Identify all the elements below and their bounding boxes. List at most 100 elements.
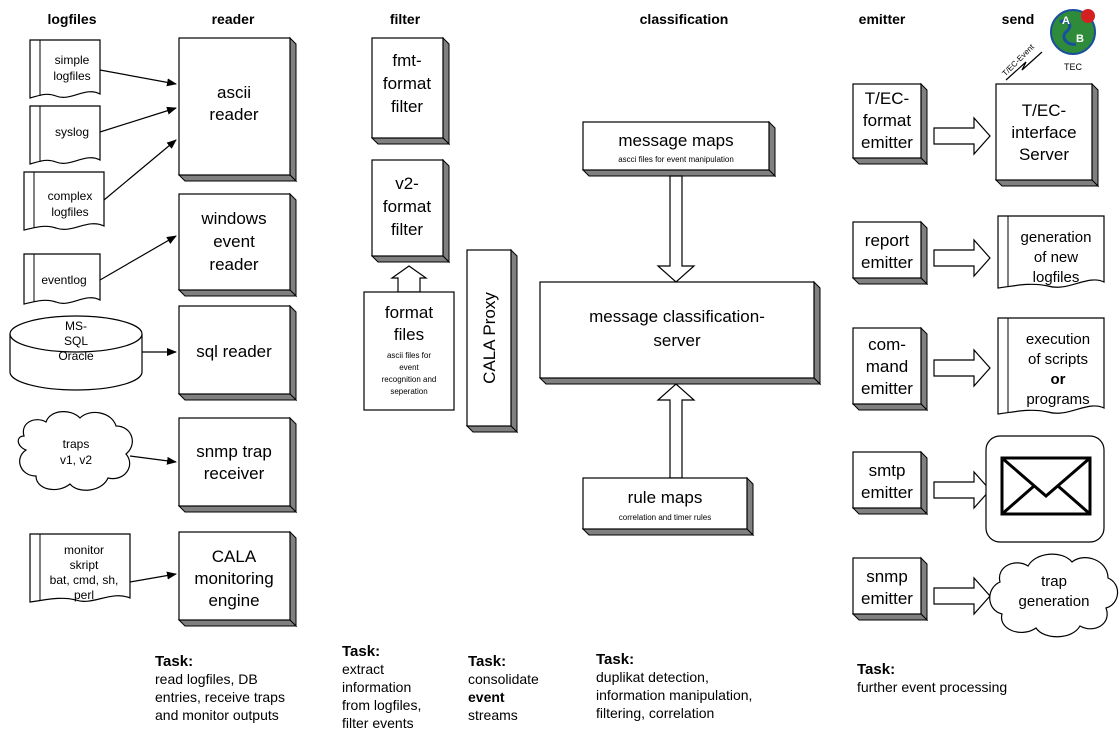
column-heading-send: send (1002, 11, 1035, 27)
tec-logo-letter-a: A (1062, 15, 1070, 27)
lightning-bolt-icon (1005, 51, 1043, 81)
format-files-title1: format (385, 303, 433, 322)
trap-generation-line2: generation (1019, 593, 1090, 610)
task-filter-line4: filter events (342, 715, 414, 731)
column-heading-logfiles: logfiles (47, 11, 96, 27)
reader-cala-line1: CALA (212, 547, 257, 566)
emitter-smtp-line1: smtp (869, 461, 906, 480)
new-logfiles-line1: generation (1021, 229, 1092, 246)
task-proxy-line2: event (468, 689, 505, 705)
tec-globe-logo-icon: A B TEC (1050, 9, 1096, 72)
send-tec-interface-server: T/EC- interface Server (994, 82, 1100, 188)
emitter-command-line3: emitter (861, 379, 913, 398)
cala-proxy-label: CALA Proxy (480, 292, 499, 384)
source-eventlog-label: eventlog (41, 273, 86, 287)
format-files-desc1: ascii files for (387, 351, 431, 360)
tec-server-line3: Server (1019, 145, 1069, 164)
arrow-messagemaps-to-server (656, 175, 696, 283)
filter-fmt-format: fmt- format filter (370, 36, 451, 146)
arrow-simple-to-ascii (99, 69, 177, 87)
emitter-snmp: snmp emitter (851, 556, 929, 622)
emitter-command: com- mand emitter (851, 326, 929, 412)
task-reader-line1: read logfiles, DB (155, 671, 258, 687)
task-proxy-line3: streams (468, 707, 518, 723)
trap-generation-line1: trap (1041, 573, 1067, 590)
source-monitor-line2: skript (70, 558, 99, 572)
source-monitor-line3: bat, cmd, sh, (50, 573, 119, 587)
task-emitter: Task: further event processing (857, 661, 1007, 695)
send-mail (985, 435, 1105, 543)
server-line1: message classification- (589, 307, 765, 326)
reader-windows-line1: windows (200, 209, 266, 228)
column-heading-classification: classification (640, 11, 729, 27)
source-database-line3: Oracle (58, 349, 94, 363)
task-classification-line1: duplikat detection, (596, 669, 709, 685)
source-database: MS- SQL Oracle (9, 315, 143, 391)
task-classification-line2: information manipulation, (596, 687, 752, 703)
tec-server-line1: T/EC- (1022, 101, 1066, 120)
emitter-tec-line2: format (863, 111, 911, 130)
envelope-icon (1000, 456, 1092, 516)
message-maps-title: message maps (618, 131, 733, 150)
source-database-line2: SQL (64, 334, 88, 348)
arrow-rulemaps-to-server (656, 383, 696, 479)
source-monitor-skript: monitor skript bat, cmd, sh, perl (29, 533, 131, 603)
source-eventlog: eventlog (23, 253, 101, 305)
emitter-tec-format: T/EC- format emitter (851, 82, 929, 166)
cala-proxy: CALA Proxy (465, 248, 519, 434)
source-database-line1: MS- (65, 319, 87, 333)
emitter-command-line2: mand (866, 357, 909, 376)
filter-v2-format: v2- format filter (370, 158, 451, 264)
source-monitor-line4: perl (74, 588, 94, 602)
column-heading-filter: filter (390, 11, 421, 27)
tec-event-label: T/EC-Event (1000, 42, 1036, 78)
scripts-line1: execution (1026, 331, 1090, 348)
filter-fmt-line2: format (383, 74, 431, 93)
emitter-smtp-line2: emitter (861, 483, 913, 502)
format-files-desc2: event (399, 363, 419, 372)
source-monitor-line1: monitor (64, 543, 104, 557)
column-heading-emitter: emitter (859, 11, 906, 27)
source-syslog-label: syslog (55, 125, 89, 139)
emitter-report-line2: emitter (861, 253, 913, 272)
format-files-desc3: recognition and (382, 375, 437, 384)
emitter-tec-line1: T/EC- (865, 89, 909, 108)
scripts-line4: programs (1026, 391, 1089, 408)
rule-maps-desc: correlation and timer rules (619, 513, 711, 522)
task-filter-line3: from logfiles, (342, 697, 421, 713)
task-reader-title: Task: (155, 653, 193, 670)
source-complex-logfiles-line2: logfiles (51, 205, 88, 219)
task-proxy-title: Task: (468, 653, 506, 670)
send-scripts-programs: execution of scripts or programs (997, 317, 1105, 415)
reader-windows-event: windows event reader (177, 192, 298, 298)
filter-v2-line1: v2- (395, 174, 419, 193)
filter-fmt-line1: fmt- (392, 51, 421, 70)
message-maps: message maps ascci files for event manip… (581, 120, 777, 178)
source-complex-logfiles-line1: complex (48, 189, 93, 203)
new-logfiles-line3: logfiles (1033, 269, 1080, 286)
task-filter-line2: information (342, 679, 411, 695)
arrow-report-to-logfiles (933, 238, 991, 278)
reader-cala-line2: monitoring (194, 569, 273, 588)
tec-server-line2: interface (1011, 123, 1076, 142)
scripts-line3: or (1051, 371, 1066, 388)
send-trap-generation-cloud: trap generation (989, 553, 1119, 638)
rule-maps-title: rule maps (628, 488, 703, 507)
reader-windows-line2: event (213, 232, 255, 251)
reader-cala-line3: engine (208, 591, 259, 610)
reader-snmp-trap: snmp trap receiver (177, 416, 298, 514)
source-traps-line1: traps (63, 437, 90, 451)
reader-ascii: ascii reader (177, 36, 298, 183)
arrow-syslog-to-ascii (99, 106, 177, 133)
source-complex-logfiles: complex logfiles (23, 171, 105, 231)
message-maps-desc: ascci files for event manipulation (618, 155, 734, 164)
task-classification-title: Task: (596, 651, 634, 668)
tec-logo-letter-b: B (1076, 33, 1084, 45)
format-files-title2: files (394, 325, 424, 344)
source-simple-logfiles-line2: logfiles (53, 69, 90, 83)
arrow-command-to-scripts (933, 348, 991, 388)
source-traps-cloud: traps v1, v2 (17, 411, 133, 491)
emitter-report-line1: report (865, 231, 910, 250)
reader-cala-monitoring: CALA monitoring engine (177, 530, 298, 628)
